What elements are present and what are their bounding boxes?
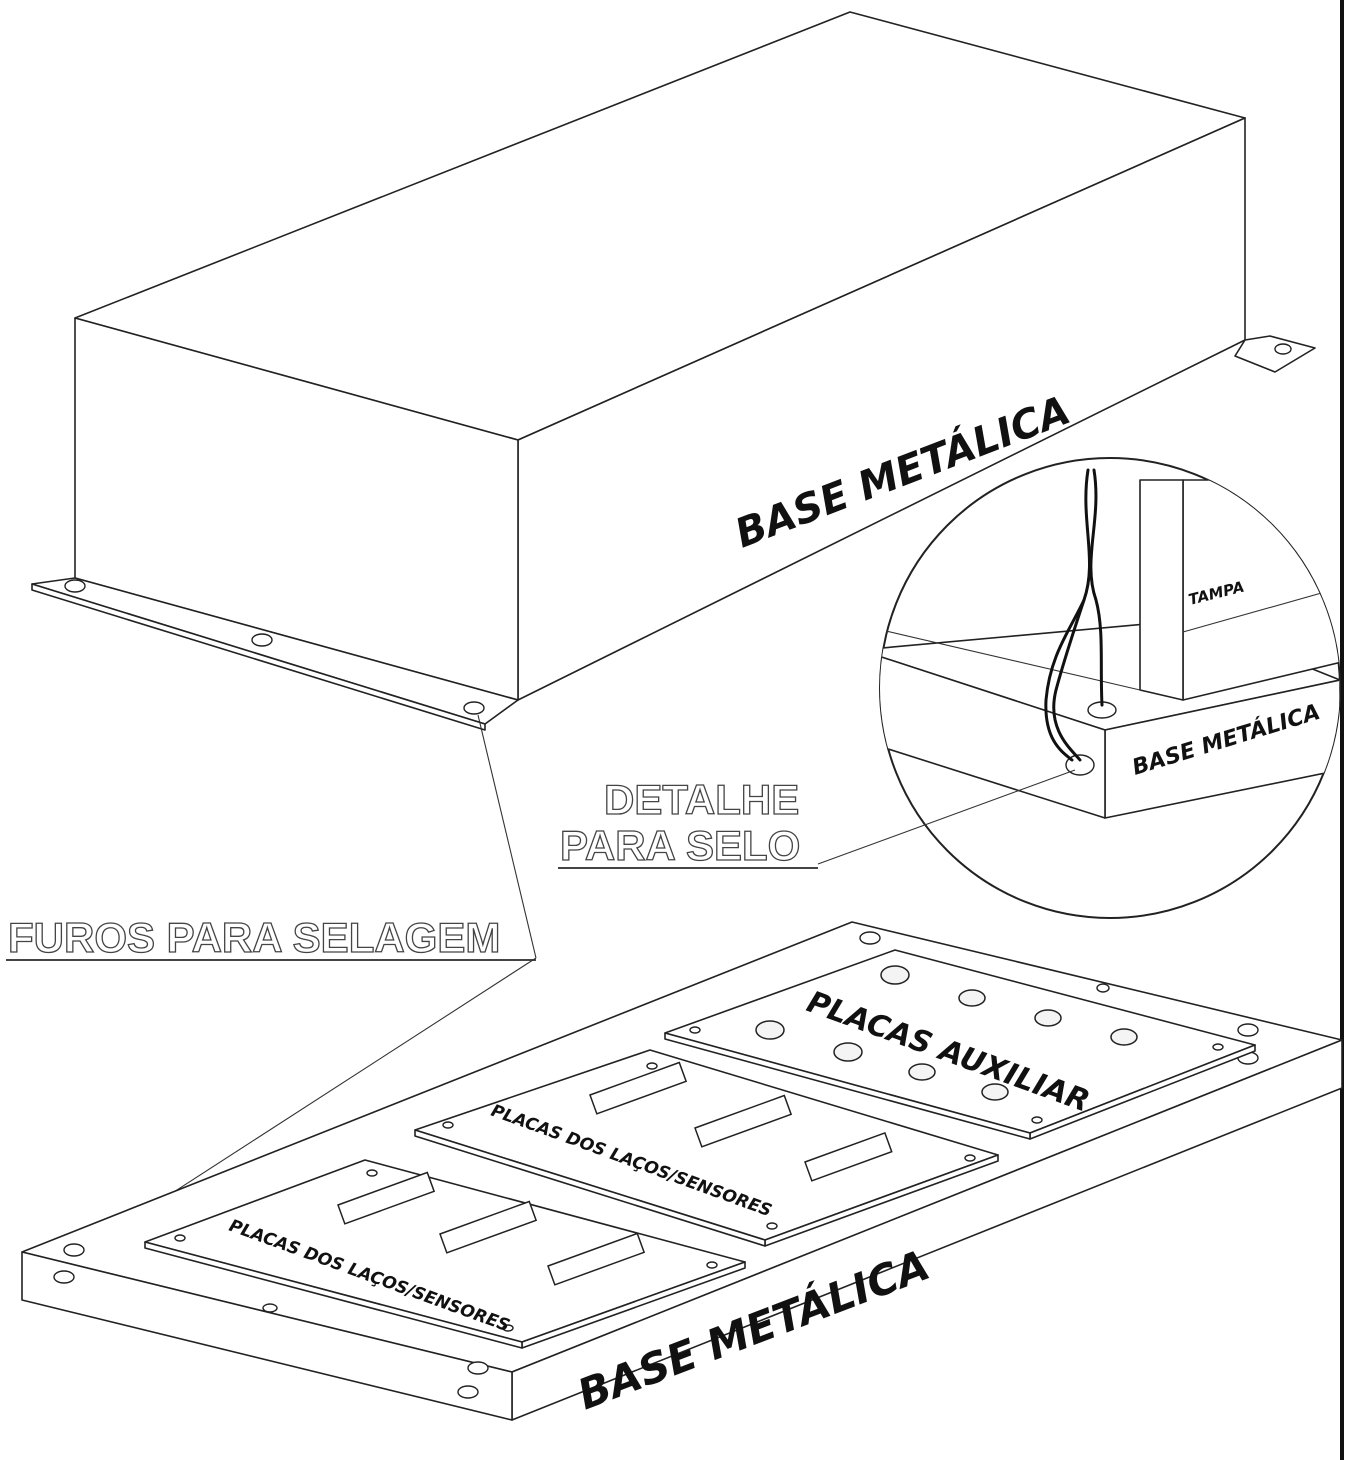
base-hole: [467, 1361, 489, 1375]
seal-wire: [1052, 468, 1091, 762]
detail-base-left: [880, 649, 1106, 819]
aux-knob: [981, 1083, 1009, 1101]
base-hole: [1096, 983, 1110, 993]
base-hole: [457, 1385, 479, 1399]
aux-knob: [755, 1020, 785, 1040]
label-detalhe-line2: PARA SELO: [560, 822, 800, 869]
flange-hole: [64, 579, 86, 593]
aux-knob: [908, 1063, 936, 1081]
aux-knob: [1110, 1028, 1138, 1046]
label-furos: FUROS PARA SELAGEM: [8, 914, 500, 961]
box-flange-right: [1234, 335, 1316, 373]
detalhe-leader: [817, 769, 1076, 865]
detail-tampa-side: [1139, 479, 1184, 701]
base-hole: [53, 1270, 75, 1284]
sensor-slot: [547, 1232, 646, 1286]
base-left-face: [21, 1251, 513, 1421]
aux-knob: [880, 965, 910, 985]
flange-hole: [1274, 343, 1292, 355]
sensor-slot: [694, 1094, 793, 1148]
flange-hole: [251, 633, 273, 647]
metal-cover-box: [31, 11, 1316, 731]
furos-leader-top: [477, 714, 537, 959]
base-hole: [1237, 1023, 1259, 1037]
flange-hole: [463, 701, 485, 715]
sensor-slot: [589, 1061, 688, 1115]
base-hole: [63, 1243, 85, 1257]
base-hole: [859, 931, 881, 945]
seal-detail-circle: [879, 457, 1341, 919]
label-detalhe-line1: DETALHE: [604, 776, 799, 823]
base-hole: [262, 1303, 278, 1313]
sensor-slot: [804, 1131, 893, 1182]
box-flange-left-edge: [31, 583, 486, 731]
metal-base-plate: [21, 921, 1343, 1421]
aux-knob: [833, 1042, 863, 1062]
sensor-slot: [439, 1200, 538, 1254]
aux-knob: [1034, 1009, 1062, 1027]
aux-knob: [958, 989, 986, 1007]
sensor-slot: [337, 1171, 436, 1225]
